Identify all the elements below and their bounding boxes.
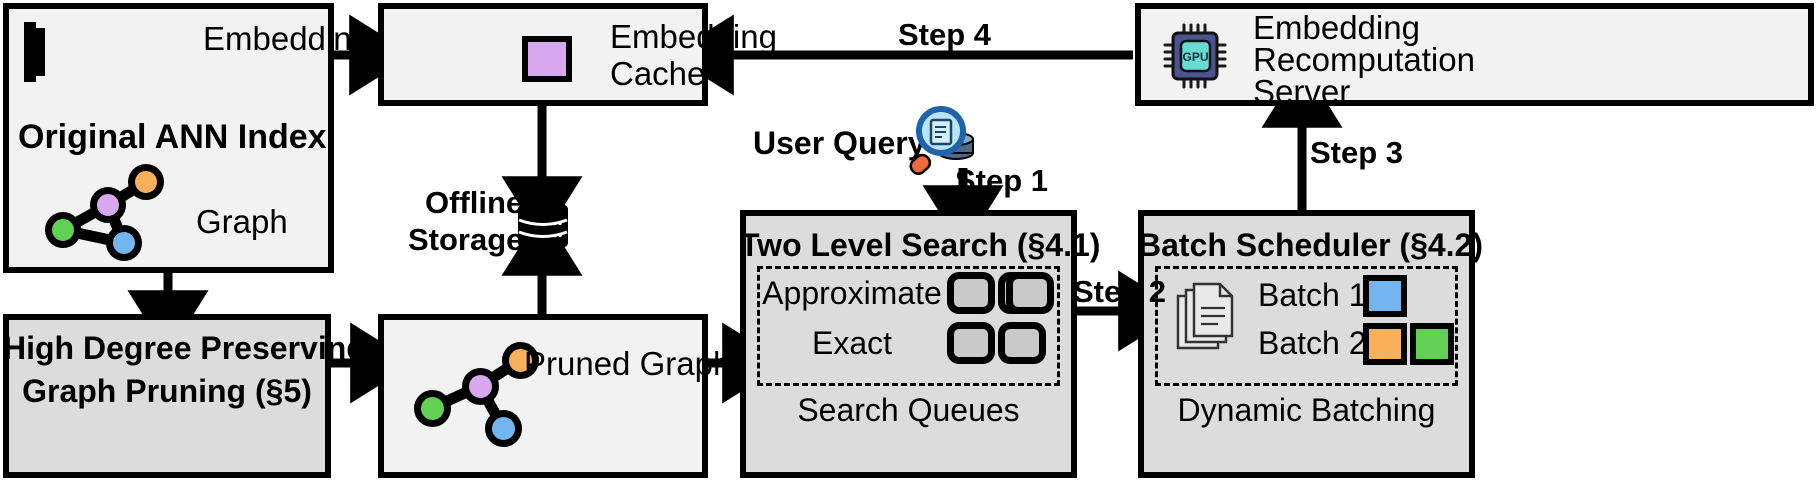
database-cylinder-icon xyxy=(515,200,571,252)
recomputation-server-line1: Embedding xyxy=(1253,9,1420,46)
exact-queue-slot-2[interactable] xyxy=(998,322,1046,364)
embedding-cache-line2: Cache xyxy=(610,55,706,92)
graph-node-green xyxy=(45,212,81,248)
graph-node-orange xyxy=(128,164,164,200)
batch-2-label: Batch 2 xyxy=(1258,325,1367,361)
documents-stack-icon xyxy=(1174,282,1236,354)
search-queues-dashed-region xyxy=(757,266,1060,386)
embedding-cache-swatch xyxy=(522,36,572,82)
step-2-label: Step 2 xyxy=(1073,274,1167,309)
gpu-chip-text: GPU xyxy=(1182,50,1208,64)
pruned-graph-label: Pruned Graph xyxy=(524,345,732,382)
graph-pruning-line2: Graph Pruning (§5) xyxy=(22,373,312,409)
two-level-search-title: Two Level Search (§4.1) xyxy=(740,227,1101,263)
embedding-cell-green xyxy=(40,28,45,76)
embedding-vector-strip xyxy=(24,22,45,82)
pruned-node-green xyxy=(414,390,451,427)
pruned-node-orange xyxy=(502,342,539,379)
exact-row-label: Exact xyxy=(811,325,893,361)
dynamic-batching-dashed-region xyxy=(1155,266,1458,386)
batch-1-label: Batch 1 xyxy=(1258,277,1367,313)
two-level-search-box xyxy=(740,210,1077,478)
recomputation-server-line2: Recomputation xyxy=(1253,41,1475,78)
graph-pruning-line1: High Degree Preserving xyxy=(3,330,366,366)
exact-queue-slot-1[interactable] xyxy=(947,322,995,364)
step-3-label: Step 3 xyxy=(1310,135,1404,170)
pruned-node-blue xyxy=(485,410,522,447)
offline-storage-line1: Offline xyxy=(425,185,524,220)
dynamic-batching-footer: Dynamic Batching xyxy=(1177,392,1436,428)
embedding-cell-blue xyxy=(30,28,35,76)
original-ann-index-box xyxy=(3,3,334,273)
original-ann-index-title: Original ANN Index xyxy=(18,118,327,156)
original-graph-illustration xyxy=(38,164,173,265)
embedding-cell-orange xyxy=(35,28,40,76)
graph-label: Graph xyxy=(196,203,288,240)
approximate-queue-slot-3[interactable] xyxy=(1006,272,1054,314)
batch-2-swatch-orange xyxy=(1363,323,1407,365)
approximate-row-label: Approximate xyxy=(762,275,942,311)
graph-node-blue xyxy=(106,225,142,261)
graph-pruning-box xyxy=(3,314,331,478)
batch-scheduler-title: Batch Scheduler (§4.2) xyxy=(1138,227,1483,263)
step-1-label: Step 1 xyxy=(955,163,1049,198)
recomputation-server-line3: Server xyxy=(1253,73,1351,110)
batch-1-swatch-blue xyxy=(1363,275,1407,317)
offline-storage-line2: Storage xyxy=(408,222,524,257)
embedding-cache-line1: Embedding xyxy=(610,18,777,55)
graph-node-purple xyxy=(90,187,126,223)
search-queues-footer: Search Queues xyxy=(797,392,1020,428)
pruned-node-purple xyxy=(462,368,499,405)
pruned-graph-box xyxy=(378,314,708,478)
step-4-label: Step 4 xyxy=(898,17,992,52)
user-query-label: User Query xyxy=(753,125,926,161)
recomputation-server-box xyxy=(1135,3,1814,106)
pruned-graph-illustration xyxy=(404,338,539,448)
approximate-queue-slot-1[interactable] xyxy=(947,272,995,314)
gpu-chip-icon: GPU xyxy=(1162,23,1230,89)
embedding-label: Embedding xyxy=(203,20,370,57)
batch-2-swatch-green xyxy=(1410,323,1454,365)
magnifier-database-icon xyxy=(900,105,976,176)
